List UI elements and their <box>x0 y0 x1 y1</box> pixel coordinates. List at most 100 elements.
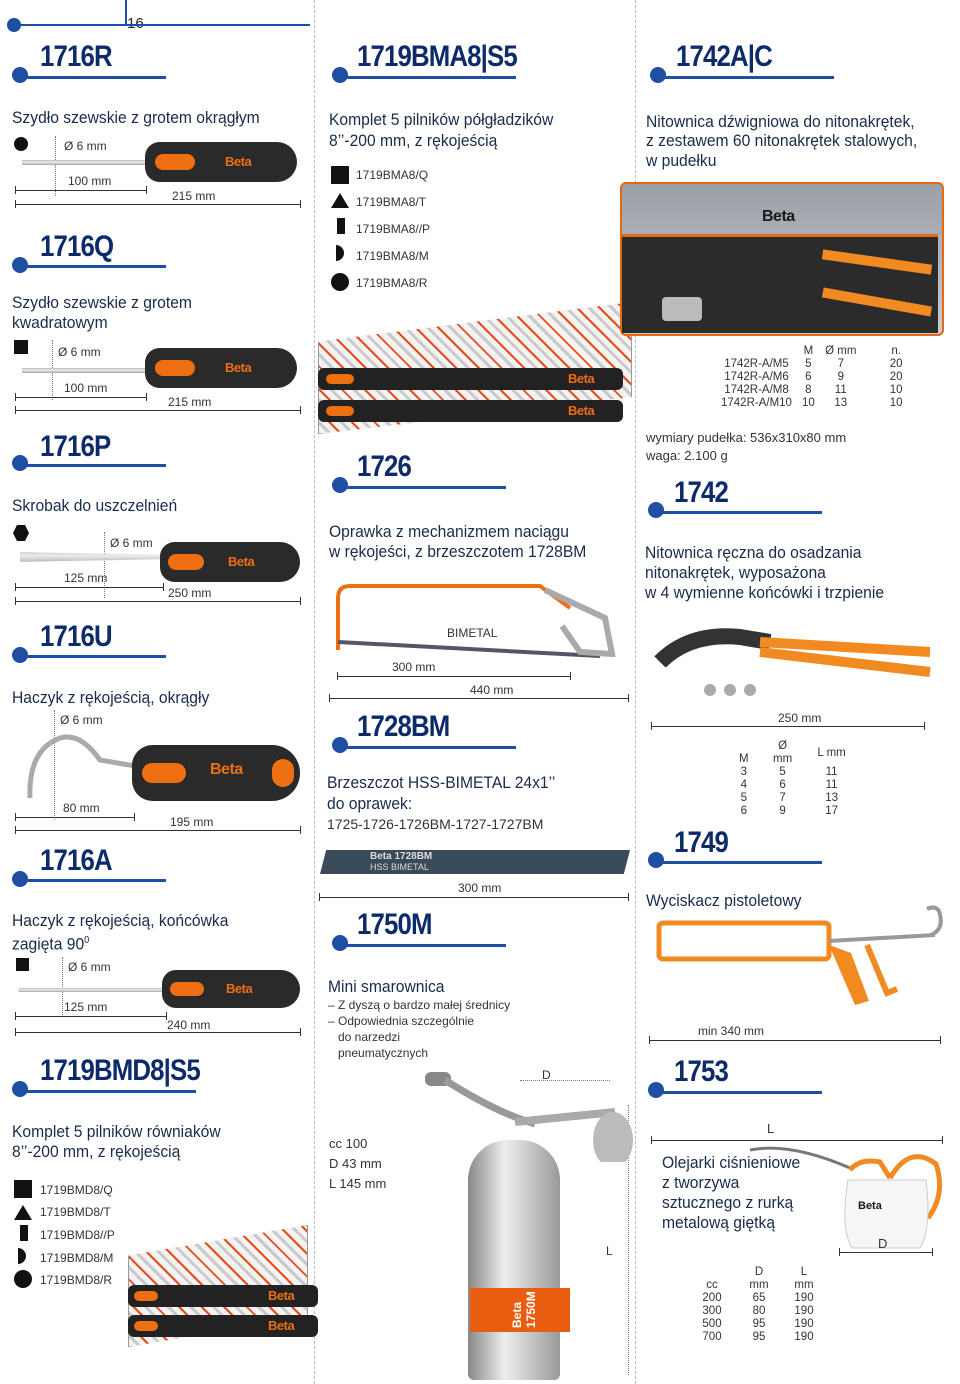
square-profile-icon <box>14 1180 32 1198</box>
section-dot <box>12 67 28 83</box>
square-profile-icon <box>331 166 349 184</box>
flat-profile-icon <box>20 1225 28 1241</box>
table-cell: 9 <box>779 805 786 817</box>
bimetal-label: BIMETAL <box>447 626 498 640</box>
table-cell: 95 <box>752 1331 766 1343</box>
table-cell: 7 <box>779 792 786 804</box>
heading-underline <box>346 944 506 947</box>
product-desc-1728BM-3: 1725-1726-1726BM-1727-1727BM <box>327 816 544 832</box>
product-desc-1716Q: Szydło szewskie z grotem kwadratowym <box>12 293 192 332</box>
table-cell: 65 <box>752 1292 766 1304</box>
case-tray <box>622 234 938 333</box>
product-desc-1728BM-1: Brzeszczot HSS-BIMETAL 24x1’’ <box>327 773 556 792</box>
brand-logo: Beta <box>225 360 252 375</box>
awl-blade <box>22 368 147 373</box>
dim-line <box>839 1248 933 1256</box>
section-dot <box>332 737 348 753</box>
product-code-1716A: 1716A <box>40 844 113 877</box>
table-cell: 11 <box>825 779 838 791</box>
awl-handle: Beta <box>145 348 297 388</box>
heading-underline <box>26 1090 196 1093</box>
product-desc-1726-1: Oprawka z mechanizmem naciągu <box>329 522 569 541</box>
blade-length: 100 mm <box>64 381 108 395</box>
dim-guide <box>62 957 63 1017</box>
total-length: 440 mm <box>470 683 514 697</box>
table-cell: 3 <box>740 766 747 778</box>
dim-line-blade <box>337 672 571 680</box>
diameter-label: Ø 6 mm <box>64 139 107 153</box>
dim-d: D <box>878 1236 888 1251</box>
heading-underline <box>346 486 506 489</box>
table-cell: 9 <box>837 371 844 383</box>
bullet: do narzedzi <box>338 1030 401 1044</box>
heading-underline <box>664 76 834 79</box>
brand-logo: Beta <box>762 208 795 225</box>
section-dot <box>648 1082 664 1098</box>
diameter-label: Ø 6 mm <box>60 713 103 727</box>
table-cell: 17 <box>825 805 838 817</box>
product-desc-1719BMA8-1: Komplet 5 pilników półgładzików <box>329 110 554 129</box>
dim-guide <box>55 136 56 196</box>
dim-line-blade <box>15 1012 167 1020</box>
total-length: 240 mm <box>167 1018 211 1032</box>
dim-line-blade <box>15 393 147 401</box>
table-cell: 6 <box>805 371 812 383</box>
product-desc-1742AC-3: w pudełku <box>646 151 717 170</box>
table-cell: 1742R-A/M6 <box>724 371 789 383</box>
product-code-1716U: 1716U <box>40 620 113 653</box>
table-cell: 300 <box>702 1305 722 1317</box>
blade-length: 125 mm <box>64 1000 108 1014</box>
brand-logo: Beta <box>568 403 595 418</box>
heading-underline <box>662 1091 822 1094</box>
dim-guide <box>104 532 105 598</box>
heading-underline <box>26 879 166 882</box>
awl-blade <box>22 160 147 165</box>
product-desc-1716R: Szydło szewskie z grotem okrągłym <box>12 108 260 127</box>
degree-sup: 0 <box>84 935 90 946</box>
box-dimensions: wymiary pudełka: 536x310x80 mm <box>646 430 847 445</box>
table-header-row: M Ø mm n. <box>716 345 908 358</box>
product-code-1716P: 1716P <box>40 430 111 463</box>
bullet: pneumatycznych <box>338 1046 429 1060</box>
heading-underline <box>662 861 822 864</box>
round-profile-icon <box>14 1270 32 1288</box>
table-cell: 11 <box>834 384 847 396</box>
bullet: – Odpowiednia szczególnie <box>328 1014 475 1028</box>
diameter-label: Ø 6 mm <box>58 345 101 359</box>
blade-length: 125 mm <box>64 571 108 585</box>
blade-length: 100 mm <box>68 174 112 188</box>
table-header: L mm <box>817 746 846 759</box>
section-dot <box>332 477 348 493</box>
table-header: M <box>803 345 814 357</box>
product-desc-1742AC-1: Nitownica dźwigniowa do nitonakrętek, <box>646 112 915 131</box>
saw-blade: Beta 1728BM HSS BIMETAL <box>320 850 630 874</box>
caulking-gun <box>656 905 943 1005</box>
product-desc-1753-2: z tworzywa <box>662 1173 740 1192</box>
file-handle: Beta <box>128 1285 318 1307</box>
product-desc-1742-2: nitonakrętek, wyposażona <box>645 563 826 582</box>
table-cell: 500 <box>702 1318 722 1330</box>
product-desc-1719BMA8-2: 8’’-200 mm, z rękojeścią <box>329 131 498 150</box>
table-cell: 10 <box>889 397 903 409</box>
heading-underline <box>346 76 516 79</box>
product-desc-1716A-2: zagięta 900 <box>12 931 89 955</box>
product-code-1728BM: 1728BM <box>357 710 450 743</box>
total-length: 215 mm <box>168 395 212 409</box>
dim-guide <box>628 1105 629 1375</box>
brand-logo: Beta <box>210 761 243 778</box>
section-dot <box>332 935 348 951</box>
triangle-profile-icon <box>331 193 349 208</box>
body-label: Beta 1750M <box>510 1291 538 1328</box>
hacksaw-frame <box>336 584 616 658</box>
oil-can <box>749 1146 943 1249</box>
dim-line-total <box>15 406 301 414</box>
table-cell: 10 <box>801 397 815 409</box>
table-cell: 6 <box>779 779 786 791</box>
